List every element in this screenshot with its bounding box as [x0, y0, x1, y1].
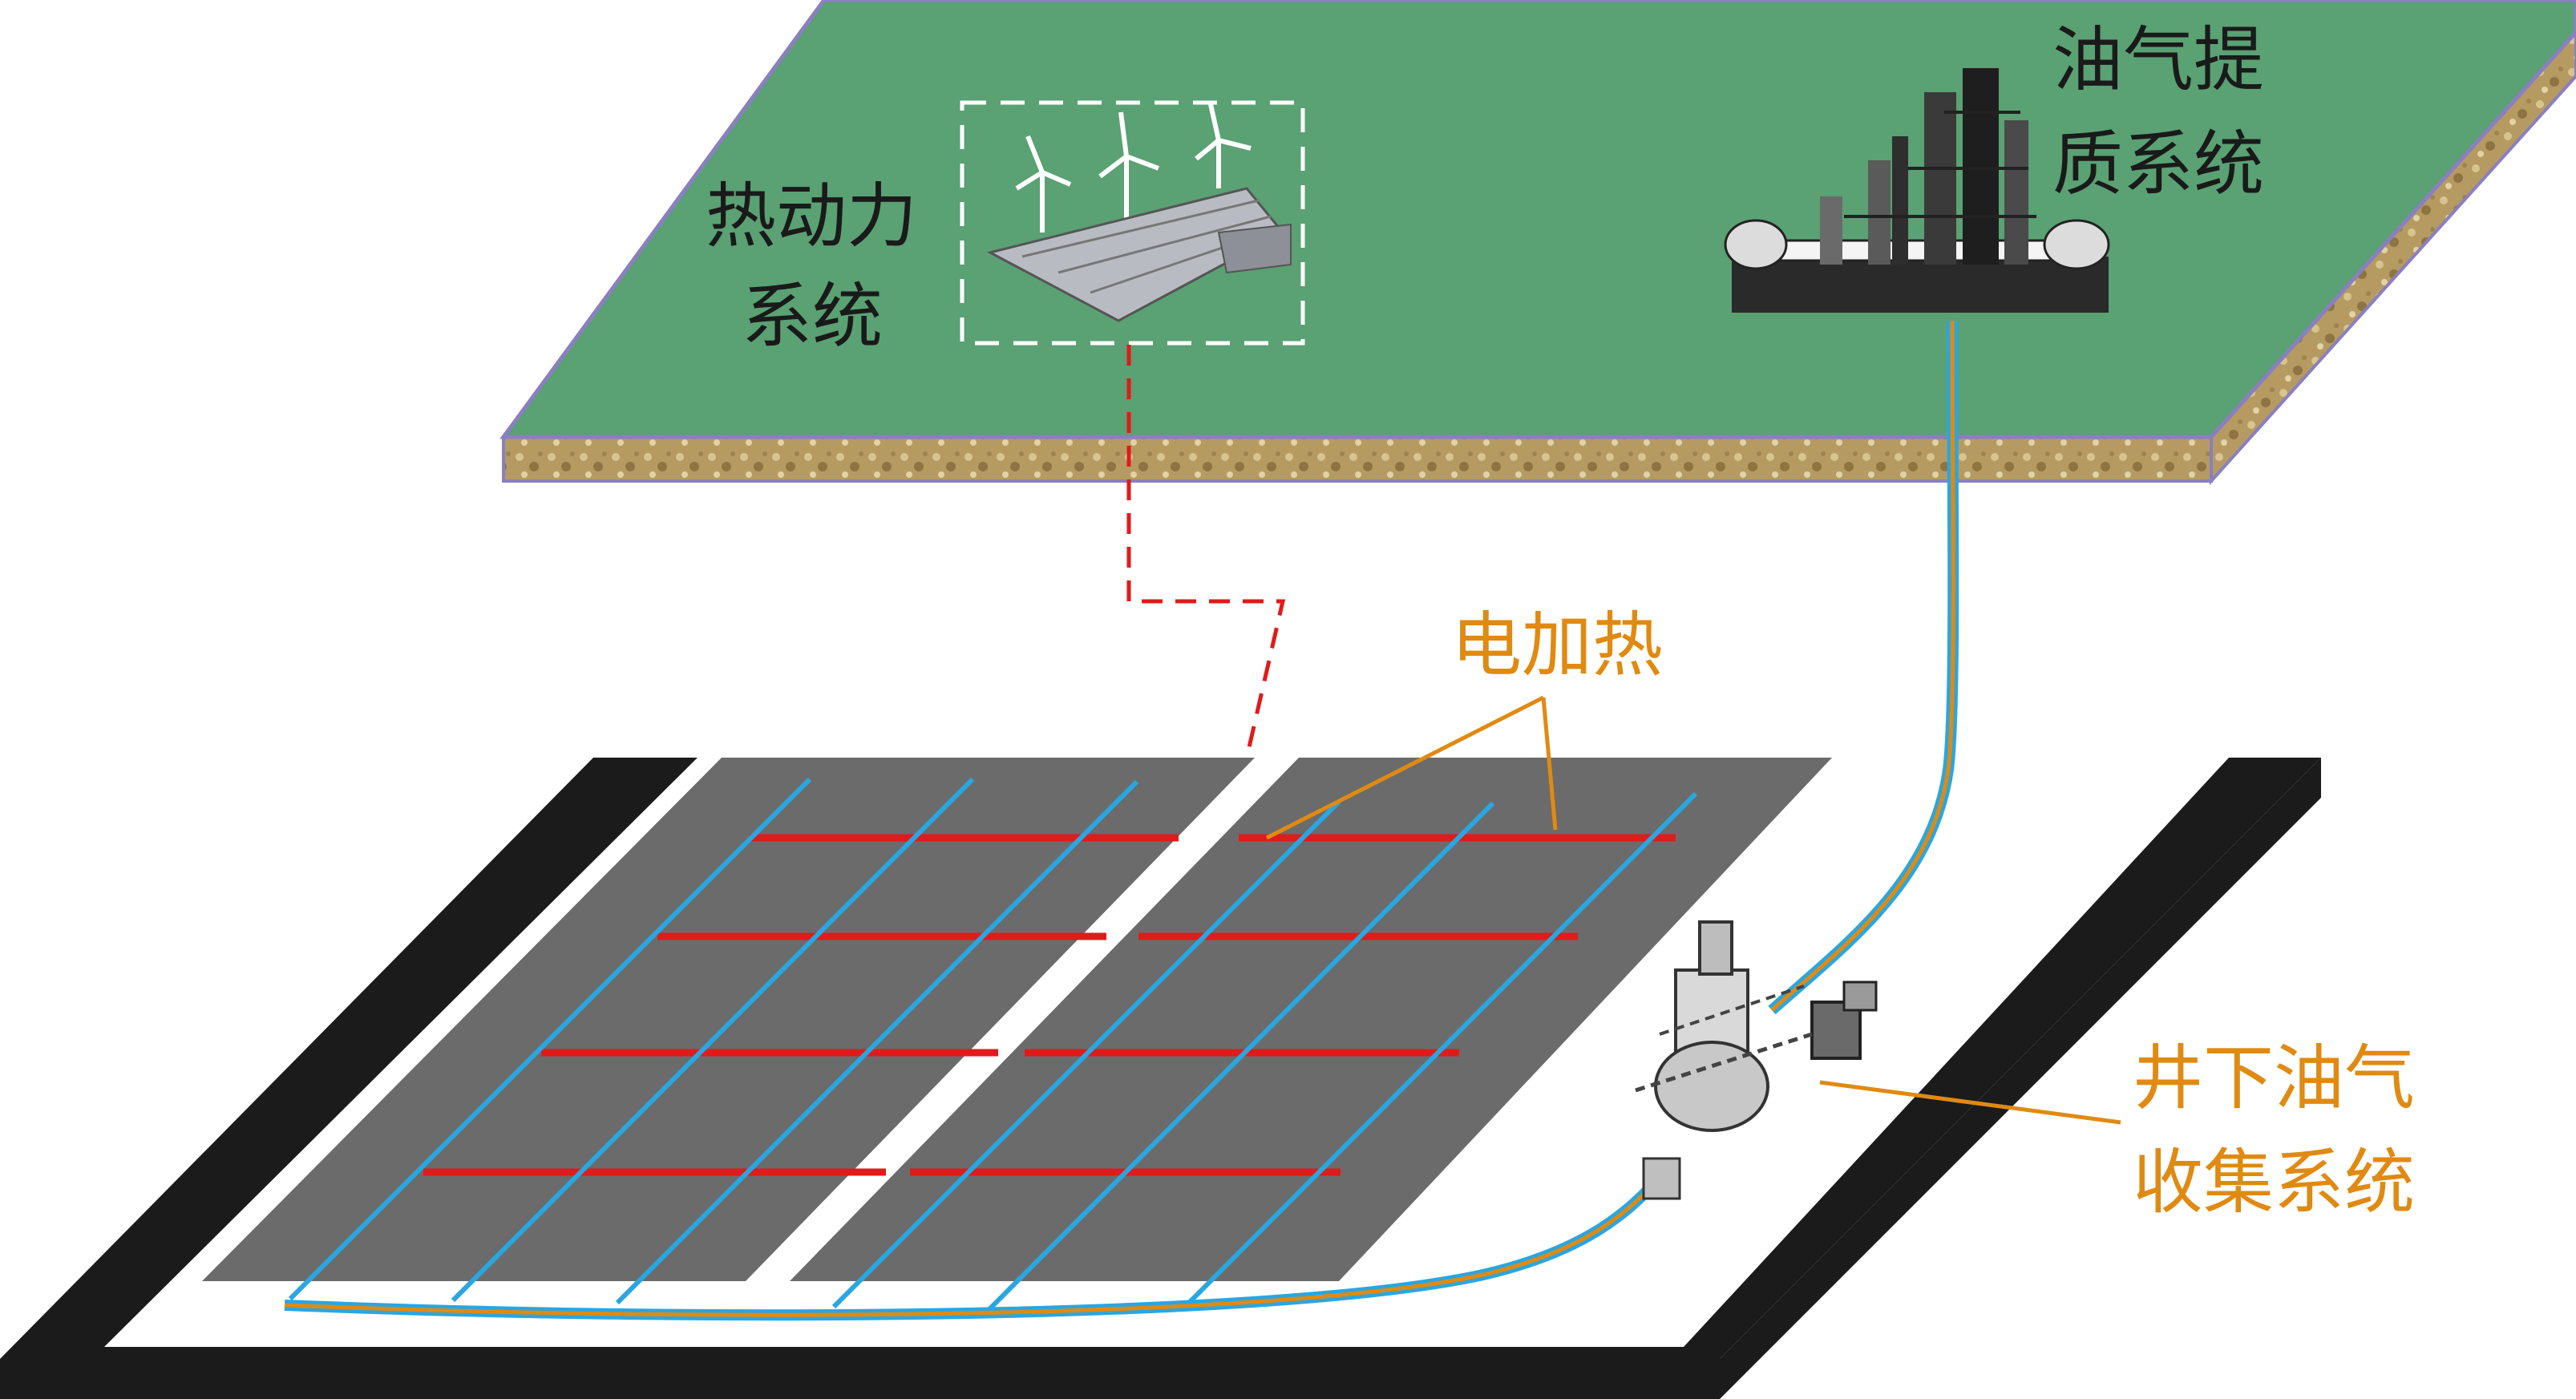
well-line	[1184, 791, 1698, 1308]
collection-pipeline	[284, 320, 1959, 1321]
heating-slab-right	[790, 758, 1832, 1281]
well-line	[985, 801, 1495, 1313]
electric-heating-label: 电加热	[1451, 604, 1663, 686]
production-wells	[288, 777, 1698, 1313]
well-line	[288, 777, 812, 1301]
well-line	[615, 779, 1139, 1305]
oilgas-upgrade-label-line1: 油气提	[2052, 18, 2264, 101]
electric-heaters	[423, 834, 1676, 1176]
refinery-icon	[1724, 68, 2110, 313]
power-link-dashed	[1126, 345, 1286, 811]
well-line	[451, 777, 975, 1303]
solar-panel-icon	[986, 187, 1292, 322]
heating-slab-left	[202, 758, 1255, 1281]
well-line	[831, 799, 1341, 1309]
surface-top	[499, 0, 2576, 439]
pump-station-icon	[1635, 920, 1878, 1200]
layer-front-edge	[0, 1359, 1720, 1399]
thermal-label-line1: 热动力	[706, 175, 917, 257]
layer-side-edge	[1720, 758, 2321, 1399]
downhole-label-line2: 收集系统	[2133, 1141, 2415, 1223]
downhole-label-line1: 井下油气	[2133, 1037, 2415, 1119]
oilgas-upgrade-label-line2: 质系统	[2052, 123, 2264, 205]
thermal-dashed-box	[960, 100, 1305, 346]
thermal-power-system	[960, 100, 1305, 346]
wind-turbine-icon	[1015, 103, 1252, 232]
surface-platform	[499, 0, 2576, 486]
leader-lines	[1265, 695, 2121, 1125]
thermal-label-line2: 系统	[742, 275, 883, 358]
